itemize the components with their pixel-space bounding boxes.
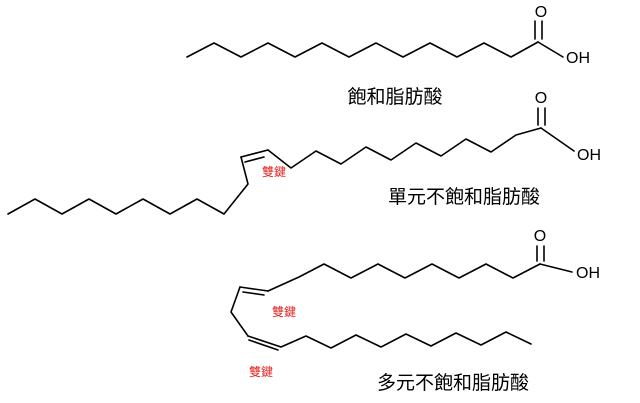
carbonyl-oxygen-label: O <box>535 90 547 107</box>
hydroxyl-label: OH <box>576 265 600 282</box>
double-bond-label: 雙鍵 <box>272 304 296 319</box>
molecule-label: 多元不飽和脂肪酸 <box>377 372 529 394</box>
hydroxyl-bond <box>539 263 573 273</box>
hydroxyl-label: OH <box>566 50 590 67</box>
monounsaturated-structure: O OH 雙鍵 單元不飽和脂肪酸 <box>7 90 601 215</box>
carbonyl-oxygen-label: O <box>535 4 547 21</box>
hydroxyl-bond <box>537 41 564 58</box>
carbon-chain <box>186 41 539 58</box>
carbon-chain-top <box>267 263 541 292</box>
double-bond-label: 雙鍵 <box>262 164 286 179</box>
polyunsaturated-structure: O OH 雙鍵 雙鍵 多元不飽和脂肪酸 <box>230 228 600 394</box>
cis-double-bond-line <box>240 149 269 158</box>
carbon-chain-left-tail <box>7 156 249 215</box>
saturated-structure: O OH 飽和脂肪酸 <box>186 4 590 108</box>
cis-double-bond-line <box>239 286 269 292</box>
carbon-chain-middle <box>230 286 249 337</box>
molecule-label: 單元不飽和脂肪酸 <box>388 186 540 208</box>
hydroxyl-bond <box>540 127 575 152</box>
trans-double-bond-line <box>248 339 279 351</box>
carbon-chain-bottom <box>247 331 532 349</box>
cis-double-bond-line <box>244 156 265 163</box>
carbon-chain-right <box>267 127 542 169</box>
hydroxyl-label: OH <box>577 147 601 164</box>
cis-double-bond-line <box>242 291 265 296</box>
carbonyl-oxygen-label: O <box>534 228 546 245</box>
molecule-label: 飽和脂肪酸 <box>347 86 442 108</box>
double-bond-label: 雙鍵 <box>249 364 273 379</box>
